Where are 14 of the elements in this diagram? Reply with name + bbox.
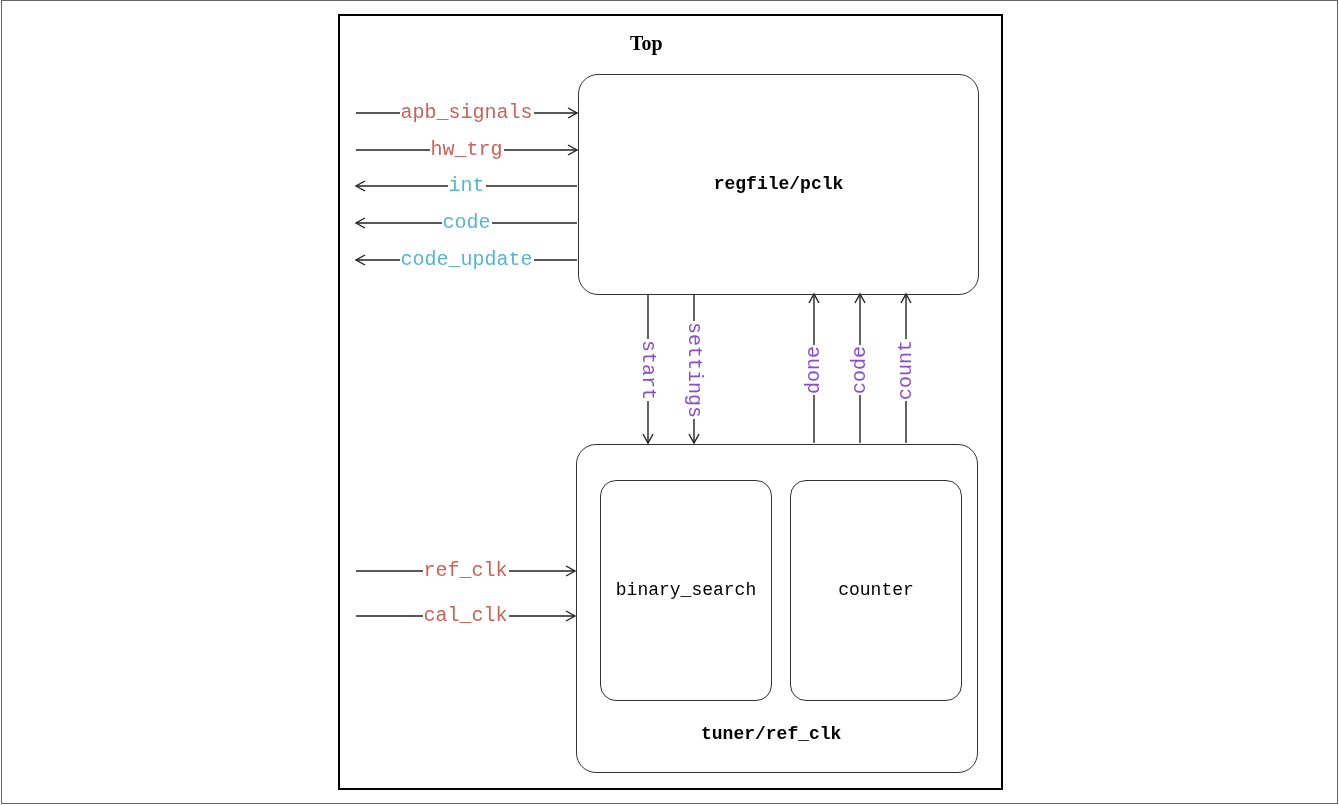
- block-label: Top: [630, 32, 663, 54]
- block-label: binary_search: [615, 579, 757, 602]
- block-label: tuner/ref_clk: [701, 724, 842, 744]
- block-box: [576, 444, 978, 773]
- block-label: counter: [838, 579, 914, 602]
- block-box: [790, 480, 962, 701]
- block-label: regfile/pclk: [713, 173, 844, 196]
- block-box: [338, 14, 1003, 790]
- block-box: [578, 74, 979, 295]
- signal-label: apb_signals: [399, 102, 534, 124]
- signal-label: settings: [683, 321, 705, 419]
- signal-label: code_update: [399, 249, 534, 271]
- block-box: [600, 480, 772, 701]
- signal-label: hw_trg: [429, 139, 504, 161]
